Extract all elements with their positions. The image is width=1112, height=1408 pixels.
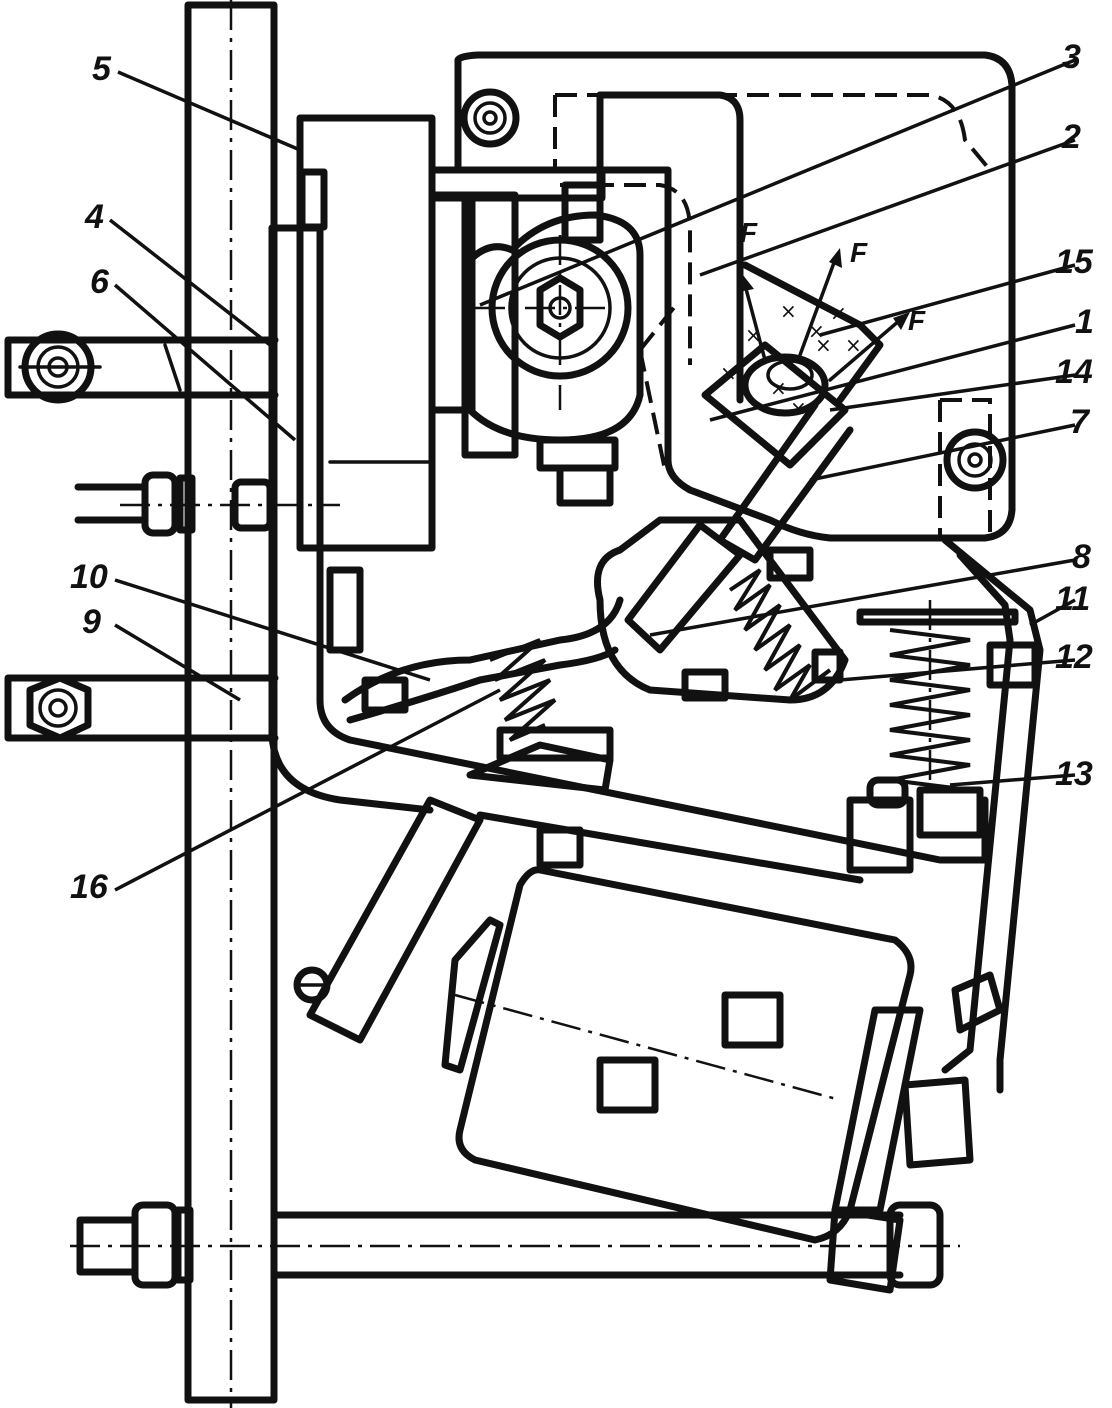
- mounting-panel: [184, 0, 278, 1408]
- operating-coil: [441, 826, 924, 1294]
- label-1: 1: [1075, 303, 1094, 341]
- armature-lever: [293, 796, 484, 1044]
- angle-strap: [901, 536, 1044, 1169]
- pivot-hub: [466, 181, 644, 507]
- tie-rod: [70, 1201, 960, 1289]
- release-spring: [846, 600, 1019, 874]
- label-7: 7: [1070, 403, 1091, 441]
- svg-text:×: ×: [815, 333, 832, 357]
- main-bracket: [268, 224, 989, 884]
- label-2: 2: [1061, 118, 1081, 156]
- force-arrows: F F F: [738, 217, 926, 382]
- svg-text:×: ×: [770, 376, 787, 400]
- return-spring: [466, 638, 614, 794]
- force-label-2: F: [850, 237, 868, 268]
- contact-spring-holder: [594, 516, 849, 704]
- flexible-shunt: [326, 566, 624, 724]
- cable-bolt: [74, 471, 340, 537]
- label-4: 4: [84, 198, 104, 236]
- blowout-coil: [296, 114, 606, 552]
- svg-text:×: ×: [790, 396, 807, 420]
- contact-tip: × × × × × × × × ×: [720, 261, 884, 420]
- label-11: 11: [1055, 580, 1090, 618]
- svg-text:×: ×: [780, 299, 797, 323]
- svg-text:×: ×: [720, 361, 737, 385]
- terminal-bar-9: [4, 674, 279, 742]
- label-13: 13: [1055, 755, 1093, 793]
- label-3: 3: [1062, 38, 1081, 76]
- arc-chute-frame: [454, 51, 1016, 542]
- label-16: 16: [70, 868, 109, 906]
- label-10: 10: [70, 558, 108, 596]
- label-12: 12: [1055, 638, 1093, 676]
- label-8: 8: [1072, 538, 1091, 576]
- label-6: 6: [90, 263, 110, 301]
- label-15: 15: [1055, 243, 1094, 281]
- terminal-bar-4: [4, 330, 279, 404]
- force-label-1: F: [740, 217, 758, 248]
- callout-labels: 5 4 6 10 9 16 3 2 15 1 14 7 8 11 12 13: [70, 38, 1094, 906]
- label-14: 14: [1055, 353, 1093, 391]
- leader-lines: [108, 58, 1076, 892]
- label-5: 5: [92, 50, 112, 88]
- svg-text:×: ×: [830, 301, 847, 325]
- force-label-3: F: [908, 305, 926, 336]
- svg-text:×: ×: [845, 333, 862, 357]
- label-9: 9: [82, 603, 101, 641]
